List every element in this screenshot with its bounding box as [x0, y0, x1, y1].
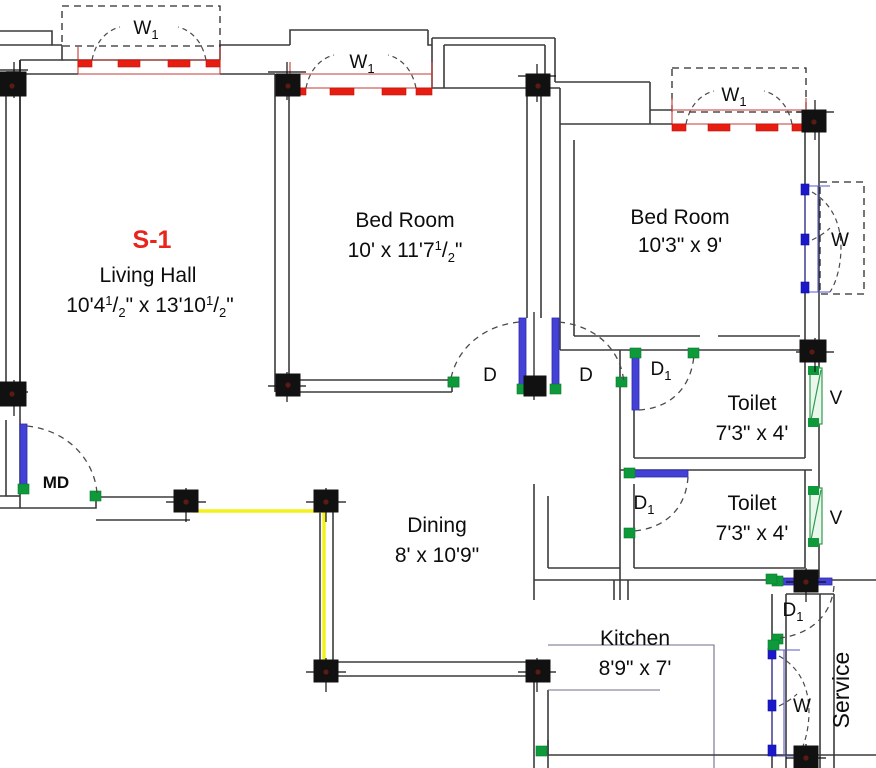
- kitchen-name: Kitchen: [600, 627, 670, 650]
- window-w1-right-label: W1: [721, 85, 746, 109]
- column-ml: [0, 380, 28, 416]
- bedroom-2-dimensions: 10'3" x 9': [638, 234, 722, 257]
- column-tl: [0, 62, 28, 98]
- window-w1-right[interactable]: W1: [671, 67, 807, 132]
- toilet-1-dimensions: 7'3" x 4': [716, 422, 789, 445]
- column-between-doors: [523, 312, 547, 400]
- window-w1-center[interactable]: W1: [289, 52, 433, 96]
- label-dining: Dining 8' x 10'9": [395, 514, 479, 567]
- door-d-left-label: D: [483, 365, 497, 386]
- door-d1-toilet1-label: D1: [651, 359, 672, 383]
- service-name: Service: [828, 652, 854, 729]
- walls-dining-kitchen: [319, 484, 772, 768]
- window-w1-left[interactable]: W1: [61, 5, 221, 75]
- dining-highlight-line: [192, 509, 326, 670]
- toilet-2-name: Toilet: [727, 492, 776, 515]
- column-b2-tr: [796, 100, 834, 140]
- column-dining-tr: [306, 488, 346, 522]
- window-w-bedroom2-label: W: [831, 230, 849, 251]
- bedroom-1-dimensions: 10' x 11'71/2": [348, 238, 463, 265]
- column-service-b: [786, 744, 826, 768]
- door-d1-toilet2-label: D1: [634, 493, 655, 517]
- dining-dimensions: 8' x 10'9": [395, 544, 479, 567]
- ventilator-toilet2-label: V: [830, 508, 843, 529]
- door-d-left[interactable]: D: [447, 317, 529, 395]
- bedroom-1-name: Bed Room: [355, 209, 454, 232]
- column-dining-bl: [306, 658, 346, 692]
- living-hall-name: Living Hall: [100, 264, 197, 287]
- living-hall-dimensions: 10'41/2" x 13'101/2": [66, 293, 234, 320]
- column-service-t: [786, 568, 826, 602]
- label-living-hall: S-1 Living Hall 10'41/2" x 13'101/2": [66, 226, 234, 320]
- label-bedroom-2: Bed Room 10'3" x 9': [630, 206, 729, 257]
- column-b1-tl: [268, 62, 306, 100]
- label-toilet-1: Toilet 7'3" x 4': [716, 392, 789, 445]
- columns: [0, 62, 834, 768]
- door-d1-service-label: D1: [783, 600, 804, 624]
- column-b1-bl: [268, 372, 306, 402]
- label-kitchen: Kitchen 8'9" x 7': [599, 627, 672, 680]
- column-b2-br: [796, 338, 834, 372]
- column-b1-tr: [518, 64, 556, 102]
- ventilator-toilet1[interactable]: V: [808, 366, 843, 427]
- window-w-service[interactable]: W: [767, 647, 811, 757]
- window-w1-center-label: W1: [349, 52, 374, 76]
- ventilator-toilet2[interactable]: V: [808, 486, 843, 547]
- unit-code-label: S-1: [133, 226, 172, 254]
- door-d-right-label: D: [579, 365, 593, 386]
- door-d1-toilet2[interactable]: D1: [623, 467, 689, 539]
- label-bedroom-1: Bed Room 10' x 11'71/2": [348, 209, 463, 265]
- column-dining-tl: [166, 488, 206, 522]
- door-d-right[interactable]: D: [549, 317, 628, 395]
- column-kitchen-tl: [518, 658, 556, 692]
- label-service: Service: [828, 652, 854, 729]
- toilet-2-dimensions: 7'3" x 4': [716, 522, 789, 545]
- toilet-1-name: Toilet: [727, 392, 776, 415]
- window-w1-left-label: W1: [133, 18, 158, 42]
- door-md-label: MD: [43, 473, 69, 492]
- door-md-main-entry[interactable]: MD: [17, 423, 102, 502]
- walls-toilets: [619, 350, 820, 581]
- bedroom-2-name: Bed Room: [630, 206, 729, 229]
- door-d1-toilet1[interactable]: D1: [629, 347, 700, 411]
- window-w-service-label: W: [793, 696, 811, 717]
- opening-markers: [447, 376, 780, 757]
- walls-bedroom-2: [541, 38, 820, 351]
- kitchen-dimensions: 8'9" x 7': [599, 657, 672, 680]
- ventilator-toilet1-label: V: [830, 388, 843, 409]
- dining-name: Dining: [407, 514, 467, 537]
- label-toilet-2: Toilet 7'3" x 4': [716, 492, 789, 545]
- window-w-bedroom2[interactable]: W: [800, 181, 865, 295]
